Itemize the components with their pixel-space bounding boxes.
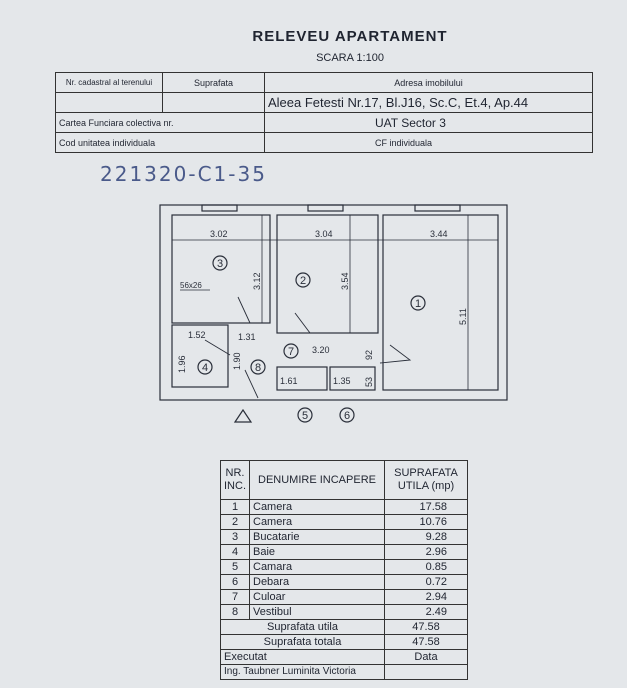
surface-header: Suprafata	[162, 72, 265, 93]
room-name: Camera	[249, 499, 385, 515]
dim-label: 56x26	[180, 281, 202, 290]
room-area: 10.76	[384, 514, 468, 530]
room-area: 2.94	[384, 589, 468, 605]
room-3-outline	[171, 214, 271, 324]
room-nr: 6	[220, 574, 250, 590]
room-area: 0.72	[384, 574, 468, 590]
room-1-outline	[382, 214, 499, 391]
dimension-labels: 3.02 3.04 3.44 3.12 3.54 5.11 56x26 1.52…	[177, 229, 468, 387]
room-nr: 8	[220, 604, 250, 620]
dim-label: 1.31	[238, 332, 256, 342]
room-name: Baie	[249, 544, 385, 560]
address-value: Aleea Fetesti Nr.17, Bl.J16, Sc.C, Et.4,…	[264, 92, 593, 113]
room-2-outline	[276, 214, 379, 334]
room-nr: 4	[220, 544, 250, 560]
dim-label: 3.54	[340, 272, 350, 290]
header-table: Nr. cadastral al terenului Suprafata Adr…	[55, 72, 593, 153]
document-title: RELEVEU APARTAMENT	[252, 28, 448, 45]
room-nr: 1	[220, 499, 250, 515]
room-number: 6	[344, 410, 350, 422]
room-area: 9.28	[384, 529, 468, 545]
date-label: Data	[384, 649, 468, 665]
room-name: Camara	[249, 559, 385, 575]
room-nr: 7	[220, 589, 250, 605]
room-number: 5	[302, 410, 308, 422]
room-name: Culoar	[249, 589, 385, 605]
cf-collective-label: Cartea Funciara colectiva nr.	[55, 112, 265, 133]
dim-label: 1.52	[188, 330, 206, 340]
door-swings	[204, 296, 412, 399]
dim-label: 3.02	[210, 229, 228, 239]
room-number: 4	[202, 362, 208, 374]
room-name: Vestibul	[249, 604, 385, 620]
uat-value: UAT Sector 3	[264, 112, 593, 133]
dim-label: 1.90	[232, 352, 242, 370]
engineer-name: Ing. Taubner Luminita Victoria	[220, 664, 385, 680]
useful-area-label: Suprafata utila	[220, 619, 385, 635]
dim-label: 1.96	[177, 355, 187, 373]
scale-label: SCARA 1:100	[316, 52, 384, 64]
address-header: Adresa imobilului	[264, 72, 593, 93]
col-name-header: DENUMIRE INCAPERE	[249, 460, 385, 500]
total-area-value: 47.58	[384, 634, 468, 650]
cadastral-value	[55, 92, 163, 113]
executed-label: Executat	[220, 649, 385, 665]
room-nr: 2	[220, 514, 250, 530]
date-value	[384, 664, 468, 680]
room-area: 2.49	[384, 604, 468, 620]
dim-label: 3.12	[252, 272, 262, 290]
unit-code-label: Cod unitatea individuala	[55, 132, 265, 153]
windows	[201, 204, 461, 212]
handwritten-note: 221320-C1-35	[100, 162, 267, 186]
col-area-header: SUPRAFATA UTILA (mp)	[384, 460, 468, 500]
room-area: 2.96	[384, 544, 468, 560]
room-6-outline	[329, 366, 376, 391]
dim-label: 3.44	[430, 229, 448, 239]
room-number: 3	[217, 258, 223, 270]
room-number: 7	[288, 346, 294, 358]
dim-label: 3.04	[315, 229, 333, 239]
room-4-outline	[171, 324, 229, 388]
cadastral-header: Nr. cadastral al terenului	[55, 72, 163, 93]
col-nr-header: NR. INC.	[220, 460, 250, 500]
room-name: Bucatarie	[249, 529, 385, 545]
useful-area-value: 47.58	[384, 619, 468, 635]
dim-label: 1.35	[333, 376, 351, 386]
cf-individual-label: CF individuala	[264, 132, 593, 153]
rooms-table: NR. INC. DENUMIRE INCAPERE SUPRAFATA UTI…	[220, 460, 468, 680]
room-number: 8	[255, 362, 261, 374]
room-markers: 1 2 3 4 5 6 7 8	[197, 255, 426, 423]
room-area: 17.58	[384, 499, 468, 515]
room-name: Camera	[249, 514, 385, 530]
room-nr: 3	[220, 529, 250, 545]
floor-plan: 3.02 3.04 3.44 3.12 3.54 5.11 56x26 1.52…	[159, 204, 508, 423]
dim-label: 5.11	[458, 308, 468, 325]
room-5-outline	[276, 366, 328, 391]
dimension-lines	[172, 215, 498, 390]
room-name: Debara	[249, 574, 385, 590]
room-area: 0.85	[384, 559, 468, 575]
total-area-label: Suprafata totala	[220, 634, 385, 650]
dim-label: 3.20	[312, 345, 330, 355]
room-number: 1	[415, 298, 421, 310]
surface-value	[162, 92, 265, 113]
dim-label: 53	[364, 377, 374, 387]
room-nr: 5	[220, 559, 250, 575]
dim-label: 92	[364, 350, 374, 360]
room-number: 2	[300, 275, 306, 287]
dim-label: 1.61	[280, 376, 298, 386]
entrance-triangle-icon	[233, 408, 253, 423]
